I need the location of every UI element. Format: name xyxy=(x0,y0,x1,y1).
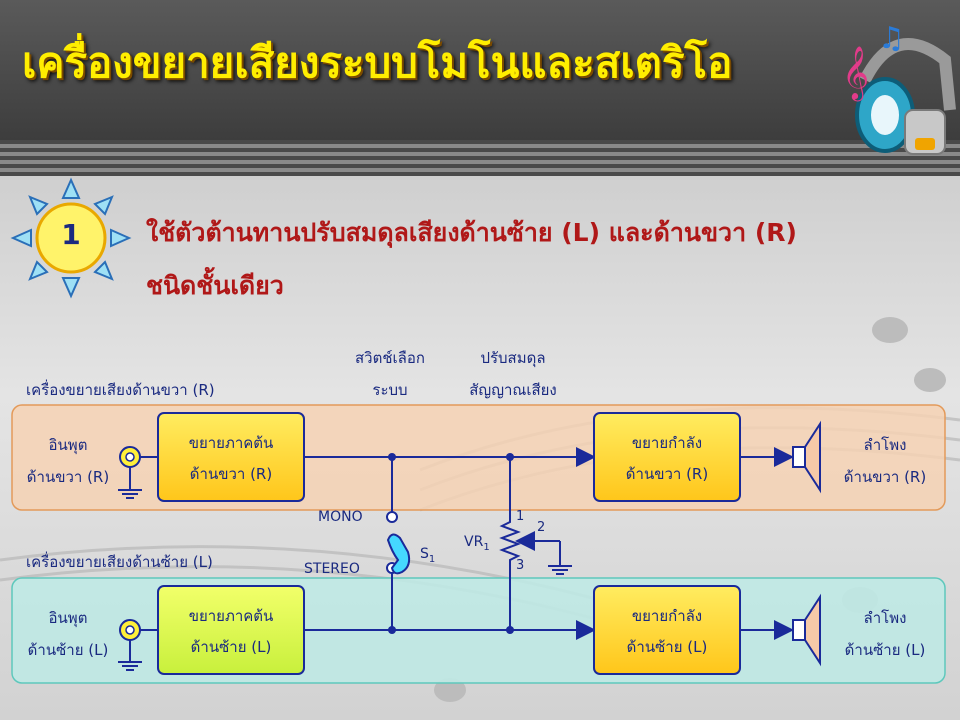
right-input-label-1: อินพุต xyxy=(48,436,88,454)
step-number: 1 xyxy=(61,218,81,251)
right-input-jack-icon xyxy=(119,446,141,468)
left-power-amp-block xyxy=(593,585,741,675)
stereo-label: STEREO xyxy=(304,561,360,577)
vr-pin-2: 2 xyxy=(537,520,546,535)
right-preamp-label-1: ขยายภาคต้น xyxy=(188,434,274,452)
right-speaker-icon xyxy=(792,420,821,494)
left-input-label-2: ด้านซ้าย (L) xyxy=(27,641,109,659)
balance-heading-line-2: สัญญาณเสียง xyxy=(469,381,557,399)
switch-heading-line-1: สวิตช์เลือก xyxy=(355,349,425,367)
left-preamp-block xyxy=(157,585,305,675)
right-amp-label: เครื่องขยายเสียงด้านขวา (R) xyxy=(26,381,215,399)
left-preamp-label-2: ด้านซ้าย (L) xyxy=(190,638,272,656)
header-stripe xyxy=(0,140,960,176)
left-power-label-2: ด้านซ้าย (L) xyxy=(626,638,708,656)
right-input-label-2: ด้านขวา (R) xyxy=(26,468,110,486)
description-line-2: ชนิดชั้นเดียว xyxy=(146,271,284,300)
description-line-1: ใช้ตัวต้านทานปรับสมดุลเสียงด้านซ้าย (L) … xyxy=(146,218,797,247)
vr-name-label: VR1 xyxy=(464,534,490,553)
left-speaker-icon xyxy=(792,593,821,667)
switch-heading-line-2: ระบบ xyxy=(372,381,408,399)
left-speaker-label-1: ลำโพง xyxy=(863,609,907,627)
left-amp-label: เครื่องขยายเสียงด้านซ้าย (L) xyxy=(26,553,213,571)
right-speaker-label-1: ลำโพง xyxy=(863,436,907,454)
left-speaker-label-2: ด้านซ้าย (L) xyxy=(844,641,926,659)
page-title: เครื่องขยายเสียงระบบโมโนและสเตริโอ xyxy=(22,38,733,87)
vr-pin-1: 1 xyxy=(516,509,525,524)
music-note-icon: 𝄞 xyxy=(842,45,869,101)
left-input-label-1: อินพุต xyxy=(48,609,88,627)
switch-name-label: S1 xyxy=(420,546,436,565)
left-input-jack-icon xyxy=(119,619,141,641)
right-power-label-2: ด้านขวา (R) xyxy=(625,465,709,483)
balance-heading-line-1: ปรับสมดุล xyxy=(480,349,546,367)
mode-switch-icon xyxy=(386,511,411,575)
vr-pin-3: 3 xyxy=(516,558,525,573)
left-power-label-1: ขยายกำลัง xyxy=(631,607,703,625)
right-speaker-label-2: ด้านขวา (R) xyxy=(843,468,927,486)
left-preamp-label-1: ขยายภาคต้น xyxy=(188,607,274,625)
mono-label: MONO xyxy=(318,509,363,525)
right-power-amp-block xyxy=(593,412,741,502)
header-bar xyxy=(0,0,960,140)
right-preamp-block xyxy=(157,412,305,502)
right-power-label-1: ขยายกำลัง xyxy=(631,434,703,452)
right-preamp-label-2: ด้านขวา (R) xyxy=(189,465,273,483)
music-note-icon-2: ♫ xyxy=(878,21,905,56)
